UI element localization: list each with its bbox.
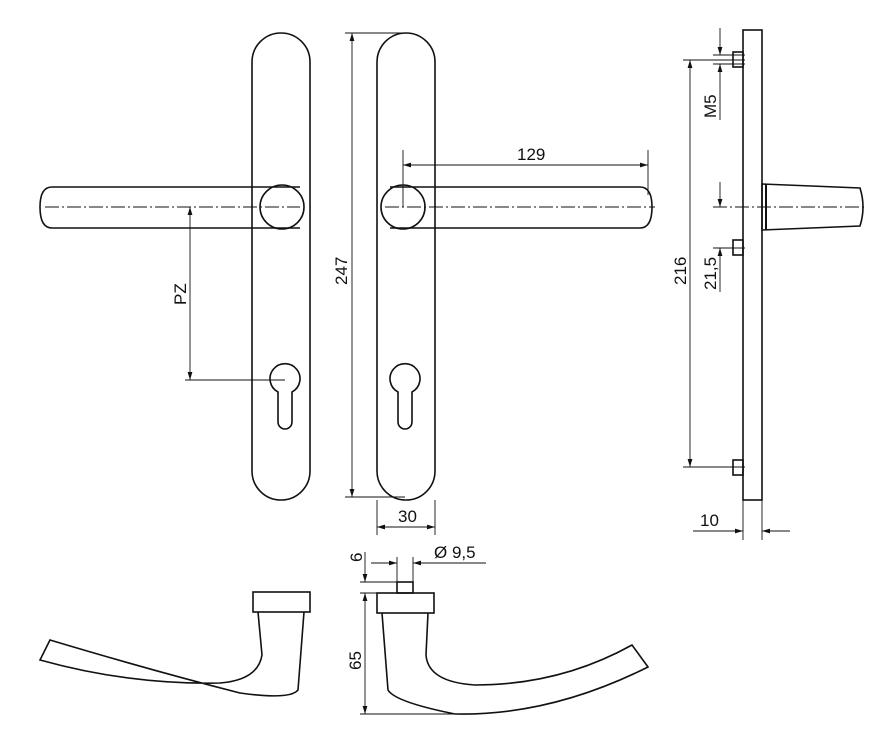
right-lever <box>390 186 653 229</box>
right-front-view: 129 247 30 <box>332 32 655 535</box>
right-lever-top <box>381 612 650 715</box>
bottom-right-view: 6 65 Ø 9,5 <box>346 543 650 715</box>
bottom-left-view <box>38 591 311 697</box>
left-lever-top <box>38 611 305 697</box>
dim-65: 65 <box>346 651 365 670</box>
screw-boss-middle <box>732 239 744 256</box>
left-lever <box>39 186 300 229</box>
left-backplate <box>251 32 311 501</box>
pin <box>396 581 414 594</box>
screw-boss-bottom <box>732 459 744 476</box>
side-lever-stub <box>761 183 864 231</box>
screw-boss-top <box>732 51 744 68</box>
side-view: 216 M5 21,5 10 <box>671 28 866 540</box>
left-front-view: PZ <box>39 32 311 501</box>
dim-diameter-9-5: Ø 9,5 <box>434 543 476 562</box>
left-keyhole <box>269 363 301 430</box>
right-keyhole <box>389 363 421 430</box>
dim-129: 129 <box>517 145 545 164</box>
dim-21-5: 21,5 <box>701 257 720 290</box>
dim-10: 10 <box>700 511 719 530</box>
dim-247: 247 <box>332 257 351 285</box>
side-backplate <box>742 29 763 501</box>
dim-216: 216 <box>671 257 690 285</box>
right-backplate <box>376 32 436 501</box>
right-rose-cap <box>376 592 435 614</box>
dim-30: 30 <box>398 507 417 526</box>
dim-6: 6 <box>347 553 366 562</box>
left-rose-cap <box>252 591 311 613</box>
pz-label: PZ <box>171 283 190 305</box>
dim-m5: M5 <box>701 94 720 118</box>
